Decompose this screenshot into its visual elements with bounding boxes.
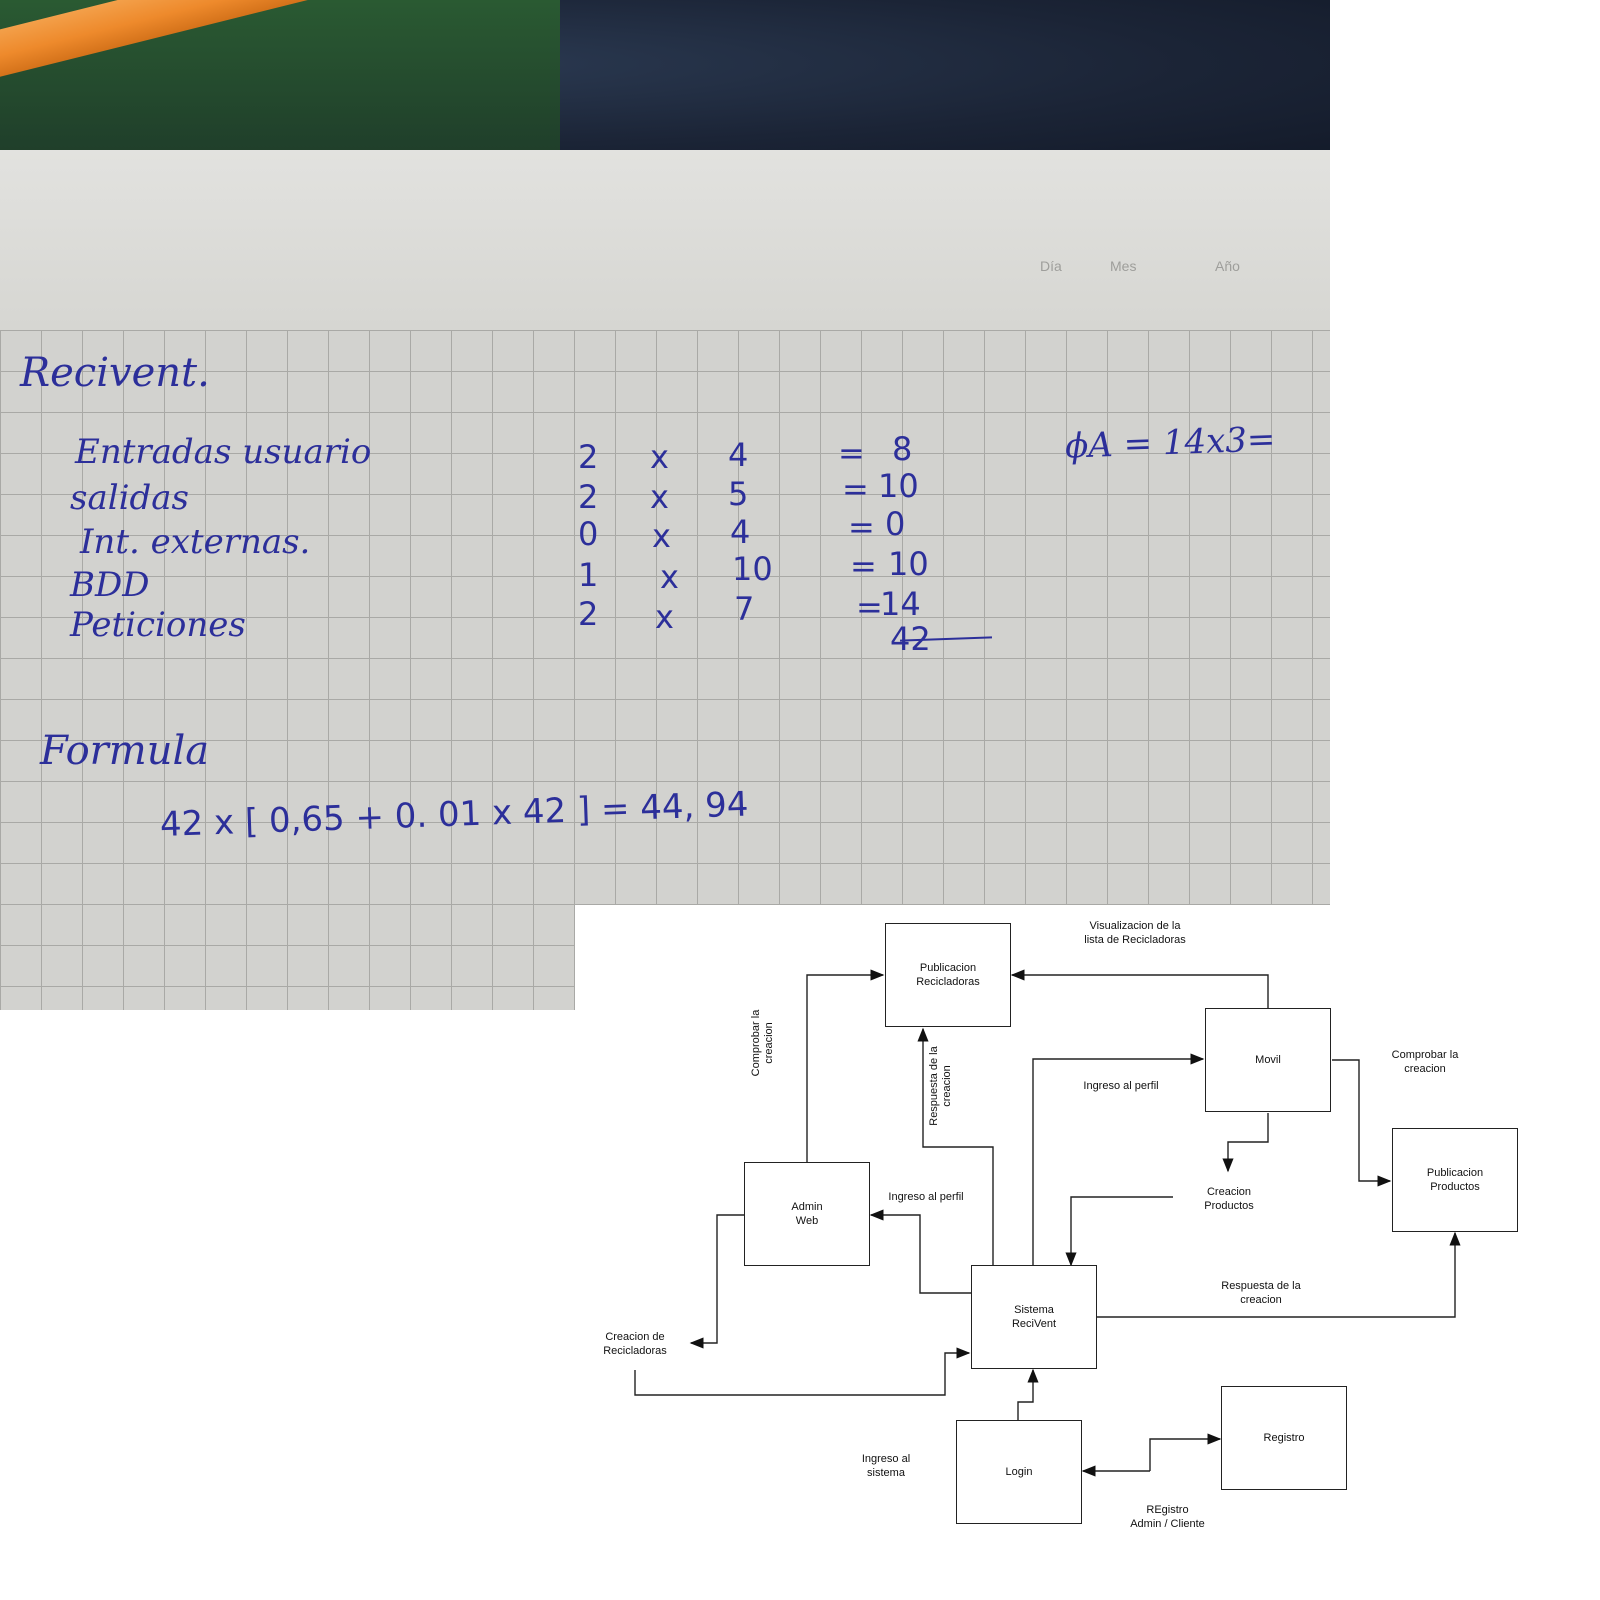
row-operator: x xyxy=(652,517,671,555)
label-comprobar-left: Comprobar la creacion xyxy=(750,1009,775,1077)
total-value: 42 xyxy=(890,620,931,658)
row-operator: x xyxy=(655,598,674,636)
box-login: Login xyxy=(956,1420,1082,1524)
row-label: BDD xyxy=(70,565,150,605)
row-label: Entradas usuario xyxy=(75,432,372,472)
row-weight: 5 xyxy=(728,475,749,513)
diagram-connectors xyxy=(634,969,1461,1477)
row-count: 0 xyxy=(578,515,599,553)
box-sistema-recivent: Sistema ReciVent xyxy=(971,1265,1097,1369)
row-result: 0 xyxy=(885,505,906,543)
connector-login-to-sistema xyxy=(1017,1368,1039,1420)
header-label-ano: Año xyxy=(1215,258,1240,274)
row-result: 8 xyxy=(892,430,913,468)
row-equals: = xyxy=(850,547,877,585)
label-ingreso-perfil-movil: Ingreso al perfil xyxy=(1083,1080,1159,1092)
label-registro-admin-cliente: REgistro Admin / Cliente xyxy=(1130,1504,1205,1530)
row-weight: 4 xyxy=(728,436,749,474)
row-operator: x xyxy=(660,558,679,596)
row-label: Peticiones xyxy=(70,605,246,645)
row-weight: 10 xyxy=(732,550,773,588)
connector-movil-to-pubprod xyxy=(1332,1059,1392,1187)
header-label-dia: Día xyxy=(1040,258,1062,274)
header-label-mes: Mes xyxy=(1110,258,1137,274)
connector-login-to-registro xyxy=(1149,1433,1222,1471)
formula-title: Formula xyxy=(40,728,210,774)
row-result: 10 xyxy=(878,467,919,505)
row-weight: 4 xyxy=(730,513,751,551)
notebook-photo: Día Mes Año Recivent. Entradas usuario s… xyxy=(0,0,1330,1010)
connector-movil-to-pubrec xyxy=(1010,969,1269,1008)
box-registro: Registro xyxy=(1221,1386,1347,1490)
label-ingreso-sistema: Ingreso al sistema xyxy=(861,1453,911,1479)
connector-sistema-to-admin xyxy=(869,1209,971,1294)
label-visualizacion: Visualizacion de la lista de Recicladora… xyxy=(1084,920,1186,946)
row-count: 2 xyxy=(578,438,599,476)
label-comprobar-right: Comprobar la creacion xyxy=(1391,1049,1459,1075)
label-creacion-recicladoras: Creacion de Recicladoras xyxy=(603,1331,667,1357)
row-result: 10 xyxy=(888,545,929,583)
row-result: 14 xyxy=(880,585,921,623)
row-label: salidas xyxy=(70,478,189,518)
label-respuesta-vertical: Respuesta de la creacion xyxy=(928,1046,953,1126)
connector-creacion-to-sistema xyxy=(1065,1196,1173,1267)
row-equals: = xyxy=(838,434,865,472)
row-operator: x xyxy=(650,438,669,476)
box-publicacion-recicladoras: Publicacion Recicladoras xyxy=(885,923,1011,1027)
connector-admin-to-creacionrec xyxy=(689,1214,744,1349)
box-movil: Movil xyxy=(1205,1008,1331,1112)
box-admin-web: Admin Web xyxy=(744,1162,870,1266)
connector-creacionrec-to-sistema xyxy=(634,1347,971,1396)
flow-diagram: Publicacion Recicladoras Movil Admin Web… xyxy=(575,905,1600,1600)
connector-sistema-to-movil xyxy=(1032,1053,1205,1265)
connector-movil-to-creacion xyxy=(1222,1113,1269,1173)
label-respuesta-right: Respuesta de la creacion xyxy=(1221,1280,1301,1306)
connector-sistema-to-pubrec xyxy=(917,1027,994,1265)
label-creacion-productos: Creacion Productos xyxy=(1204,1186,1254,1212)
row-operator: x xyxy=(650,478,669,516)
notebook-page-header xyxy=(0,150,1330,330)
row-equals: = xyxy=(856,588,883,626)
label-ingreso-perfil-admin: Ingreso al perfil xyxy=(888,1191,964,1203)
row-count: 2 xyxy=(578,595,599,633)
connector-admin-to-pubrec xyxy=(806,969,885,1162)
row-equals: = xyxy=(848,508,875,546)
row-count: 1 xyxy=(578,556,599,594)
side-note: ϕA = 14x3= xyxy=(1064,419,1277,467)
row-weight: 7 xyxy=(734,590,755,628)
handwritten-title: Recivent. xyxy=(20,350,210,396)
grid-paper xyxy=(0,330,1330,1010)
box-publicacion-productos: Publicacion Productos xyxy=(1392,1128,1518,1232)
row-label: Int. externas. xyxy=(80,522,311,562)
connector-sistema-to-pubprod xyxy=(1097,1231,1461,1318)
row-equals: = xyxy=(842,470,869,508)
row-count: 2 xyxy=(578,478,599,516)
